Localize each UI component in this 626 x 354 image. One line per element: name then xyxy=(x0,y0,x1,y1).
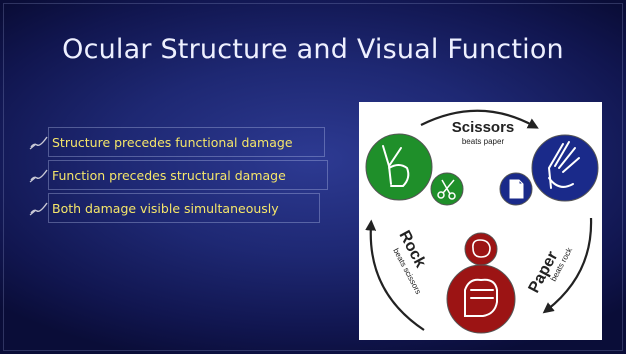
small-rock-circle xyxy=(464,232,498,266)
quill-pen-icon xyxy=(29,202,48,216)
quill-pen-icon xyxy=(29,169,48,183)
bullet-text: Structure precedes functional damage xyxy=(52,134,293,150)
scissors-note: beats paper xyxy=(462,137,505,146)
scissors-label: Scissors xyxy=(452,119,515,136)
slide-title: Ocular Structure and Visual Function xyxy=(62,34,564,65)
scissors-hand-icon xyxy=(382,145,410,187)
rps-diagram-svg: Scissors beats paper xyxy=(365,109,599,334)
rock-fist-icon xyxy=(464,278,498,317)
bullet-item: Both damage visible simultaneously xyxy=(29,193,320,223)
bullet-item: Function precedes structural damage xyxy=(29,160,328,190)
quill-pen-icon xyxy=(29,136,48,150)
bullet-frame xyxy=(48,127,325,157)
bullet-text: Function precedes structural damage xyxy=(52,167,286,183)
paper-sheet-icon xyxy=(509,179,524,199)
bullet-frame xyxy=(48,193,320,223)
arrow-rock-to-scissors xyxy=(365,219,425,331)
scissors-icon xyxy=(437,179,456,200)
rock-stone-icon xyxy=(472,239,491,258)
bullet-text: Both damage visible simultaneously xyxy=(52,200,279,216)
scissors-circle xyxy=(365,133,433,201)
arrow-scissors-to-paper xyxy=(420,109,539,129)
rock-paper-scissors-diagram: Scissors beats paper xyxy=(359,102,602,340)
arrow-paper-to-rock xyxy=(542,217,593,314)
bullet-list: Structure precedes functional damage Fun… xyxy=(29,127,328,226)
paper-circle xyxy=(531,134,599,202)
bullet-item: Structure precedes functional damage xyxy=(29,127,325,157)
slide-border xyxy=(3,3,623,351)
bullet-frame xyxy=(48,160,328,190)
paper-hand-icon xyxy=(547,141,580,189)
